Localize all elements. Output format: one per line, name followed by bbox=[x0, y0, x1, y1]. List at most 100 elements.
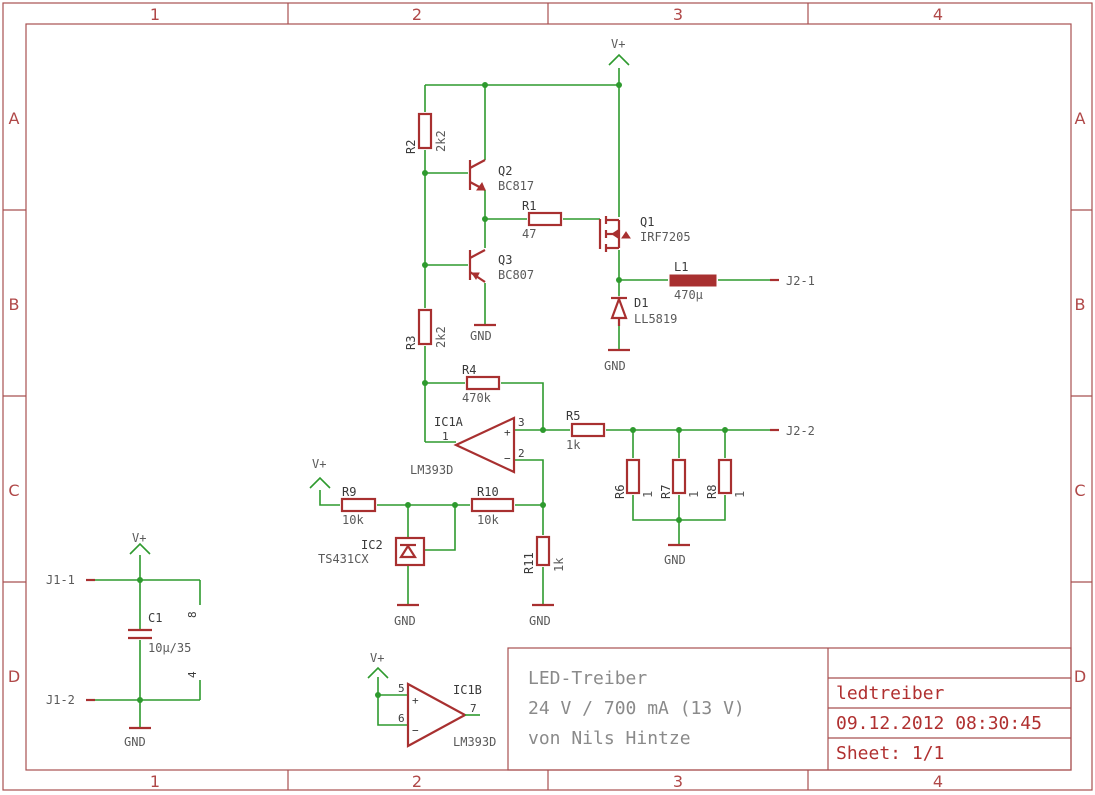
gnd-label-r11: GND bbox=[529, 614, 551, 628]
r7-ref: R7 bbox=[659, 485, 673, 499]
connector-j2-2: J2-2 bbox=[786, 424, 815, 438]
ic1b-pin-5: 5 bbox=[398, 682, 405, 695]
grid-row-left-a: A bbox=[9, 109, 20, 128]
vplus-symbol-r9 bbox=[309, 476, 331, 489]
q1-ref: Q1 bbox=[640, 215, 654, 229]
comparator-ic1a bbox=[453, 416, 516, 474]
grid-row-right-d: D bbox=[1074, 667, 1086, 686]
grid-row-right-b: B bbox=[1075, 295, 1086, 314]
r1-ref: R1 bbox=[522, 199, 536, 213]
r5-ref: R5 bbox=[566, 409, 580, 423]
grid-row-left-d: D bbox=[8, 667, 20, 686]
q3-ref: Q3 bbox=[498, 253, 512, 267]
connector-j1-1: J1-1 bbox=[46, 573, 75, 587]
grid-col-bottom-3: 3 bbox=[673, 772, 683, 791]
ic1b-plus-sign: + bbox=[412, 694, 419, 707]
vplus-symbol-ic1b bbox=[367, 666, 389, 679]
grid-col-top-4: 4 bbox=[933, 5, 943, 24]
datetime-text: 09.12.2012 08:30:45 bbox=[836, 713, 1042, 734]
c1-value: 10µ/35 bbox=[148, 641, 191, 655]
r8-ref: R8 bbox=[705, 485, 719, 499]
resistor-r2-body bbox=[417, 112, 433, 150]
resistor-r5-body bbox=[570, 422, 606, 438]
r7-value: 1 bbox=[687, 491, 701, 498]
d1-ref: D1 bbox=[634, 296, 648, 310]
title-block bbox=[507, 647, 1072, 771]
shunt-regulator-ic2 bbox=[394, 536, 426, 567]
ic1b-value: LM393D bbox=[453, 735, 496, 749]
r5-value: 1k bbox=[566, 438, 581, 452]
gnd-label-ic2: GND bbox=[394, 614, 416, 628]
vplus-label-ic1b: V+ bbox=[370, 651, 384, 665]
vplus-label-c1: V+ bbox=[132, 531, 146, 545]
r2-value: 2k2 bbox=[434, 130, 448, 152]
grid-row-left-c: C bbox=[8, 481, 19, 500]
wires bbox=[95, 68, 770, 728]
title-text: LED-Treiber bbox=[528, 668, 647, 689]
grid-col-bottom-4: 4 bbox=[933, 772, 943, 791]
resistor-r10-body bbox=[470, 497, 515, 513]
r3-value: 2k2 bbox=[434, 326, 448, 348]
grid-row-right-c: C bbox=[1074, 481, 1085, 500]
r6-value: 1 bbox=[641, 491, 655, 498]
ic1b-pin-6: 6 bbox=[398, 712, 405, 725]
resistor-r4-body bbox=[465, 375, 501, 391]
connector-j1-2: J1-2 bbox=[46, 693, 75, 707]
connector-j2-1: J2-1 bbox=[786, 274, 815, 288]
ic1a-minus-sign: − bbox=[504, 452, 511, 465]
ic1a-pin-1: 1 bbox=[442, 430, 449, 443]
resistor-r7-body bbox=[671, 458, 687, 495]
diode-d1 bbox=[610, 295, 628, 326]
q3-value: BC807 bbox=[498, 268, 534, 282]
l1-ref: L1 bbox=[674, 260, 688, 274]
r6-ref: R6 bbox=[613, 485, 627, 499]
vplus-symbol-q1 bbox=[608, 53, 630, 66]
c1-ref: C1 bbox=[148, 611, 162, 625]
grid-row-right-a: A bbox=[1075, 109, 1086, 128]
author-text: von Nils Hintze bbox=[528, 728, 691, 749]
r9-ref: R9 bbox=[342, 485, 356, 499]
pwr-pin-4: 4 bbox=[186, 671, 199, 678]
ic1b-minus-sign: − bbox=[412, 724, 419, 737]
transistor-q2 bbox=[468, 159, 486, 191]
capacitor-c1 bbox=[128, 628, 152, 640]
resistor-r11-body bbox=[535, 535, 551, 567]
resistor-r8-body bbox=[717, 458, 733, 495]
ic1b-pin-7: 7 bbox=[470, 702, 477, 715]
resistor-r1-body bbox=[527, 211, 563, 227]
q1-value: IRF7205 bbox=[640, 230, 691, 244]
r10-value: 10k bbox=[477, 513, 499, 527]
r1-value: 47 bbox=[522, 227, 536, 241]
gnd-label-c1: GND bbox=[124, 735, 146, 749]
comparator-ic1b bbox=[406, 682, 480, 748]
mosfet-q1 bbox=[598, 216, 631, 252]
grid-col-bottom-1: 1 bbox=[150, 772, 160, 791]
r4-value: 470k bbox=[462, 391, 492, 405]
d1-value: LL5819 bbox=[634, 312, 677, 326]
ic1a-pin-3: 3 bbox=[518, 416, 525, 429]
vplus-label-top: V+ bbox=[611, 37, 625, 51]
grid-col-bottom-2: 2 bbox=[412, 772, 422, 791]
resistor-r9-body bbox=[340, 497, 377, 513]
r2-ref: R2 bbox=[404, 140, 418, 154]
ic2-value: TS431CX bbox=[318, 552, 369, 566]
inductor-l1 bbox=[669, 274, 717, 287]
vplus-symbol-c1 bbox=[129, 542, 151, 555]
specs-text: 24 V / 700 mA (13 V) bbox=[528, 698, 745, 719]
vplus-label-r9: V+ bbox=[312, 457, 326, 471]
resistor-r3-body bbox=[417, 308, 433, 346]
grid-col-top-2: 2 bbox=[412, 5, 422, 24]
pwr-pin-8: 8 bbox=[186, 611, 199, 618]
l1-value: 470µ bbox=[674, 288, 703, 302]
r8-value: 1 bbox=[733, 491, 747, 498]
ic1b-ref: IC1B bbox=[453, 683, 482, 697]
gnd-label-sense: GND bbox=[664, 553, 686, 567]
r4-ref: R4 bbox=[462, 363, 476, 377]
ic1a-ref: IC1A bbox=[434, 415, 464, 429]
r11-value: 1k bbox=[552, 557, 566, 572]
grid-col-top-1: 1 bbox=[150, 5, 160, 24]
q2-value: BC817 bbox=[498, 179, 534, 193]
resistor-r6-body bbox=[625, 458, 641, 495]
r11-ref: R11 bbox=[522, 552, 536, 574]
